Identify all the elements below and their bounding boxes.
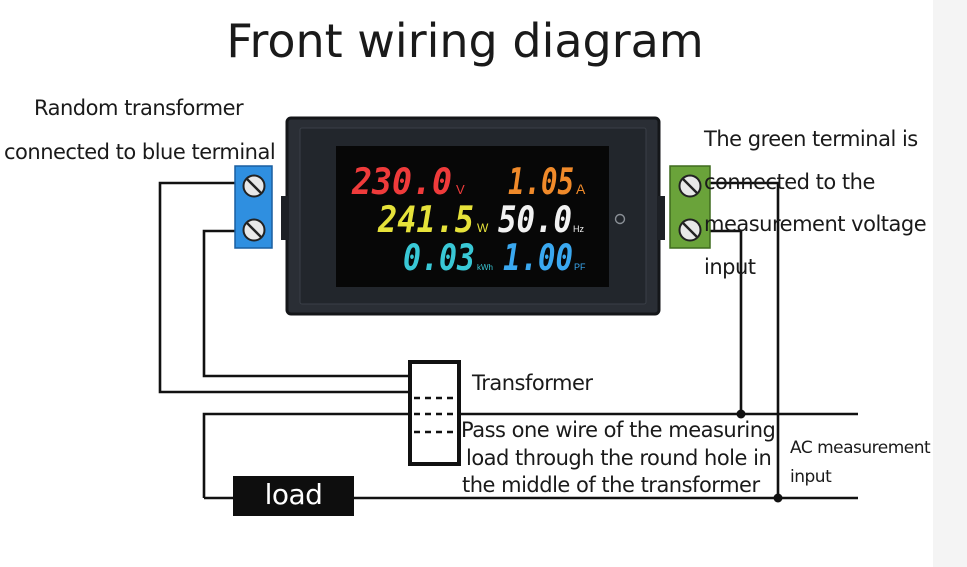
ac-input-note-line1: AC measurement xyxy=(790,438,931,458)
wires xyxy=(158,181,858,500)
green-terminal-note-line2: connected to the xyxy=(704,170,875,194)
green-terminal-note-line3: measurement voltage xyxy=(704,212,927,236)
blue-terminal xyxy=(234,165,273,249)
transformer-label: Transformer xyxy=(472,371,593,395)
wire-green-top xyxy=(709,181,780,498)
page-title: Front wiring diagram xyxy=(226,14,704,68)
image-edge-strip xyxy=(933,0,967,567)
green-terminal-note-line4: input xyxy=(704,255,756,279)
ac-input-note-line2: input xyxy=(790,467,832,487)
load-box xyxy=(233,476,354,516)
junction-dot xyxy=(773,493,783,503)
voltage-reading: 230.0 xyxy=(351,162,452,203)
wire-blue-bottom xyxy=(202,229,410,378)
voltage-unit: V xyxy=(456,182,465,197)
power-reading: 241.5 xyxy=(377,200,474,241)
current-unit: A xyxy=(576,181,586,197)
frequency-unit: Hz xyxy=(573,224,584,234)
meter-screen xyxy=(336,146,609,287)
power-factor-unit: PF xyxy=(574,262,586,272)
current-reading: 1.05 xyxy=(508,162,574,203)
energy-reading: 0.03 xyxy=(403,238,475,279)
pass-wire-note-line2: load through the round hole in xyxy=(466,446,772,470)
wire-green-bottom xyxy=(709,229,743,414)
green-terminal-note-line1: The green terminal is xyxy=(704,127,918,151)
meter-side-tab-left xyxy=(281,196,289,240)
transformer-windings xyxy=(414,396,455,434)
pass-wire-note-line3: the middle of the transformer xyxy=(462,473,760,497)
meter-button xyxy=(614,213,626,225)
frequency-reading: 50.0 xyxy=(498,200,572,241)
blue-terminal-note-line1: Random transformer xyxy=(34,96,244,120)
load-label: load xyxy=(264,478,323,511)
wire-line-top xyxy=(202,412,858,498)
meter-side-tab-right xyxy=(657,196,665,240)
power-unit: W xyxy=(477,221,489,235)
wire-blue-top xyxy=(158,181,410,394)
pass-wire-note-line1: Pass one wire of the measuring xyxy=(461,418,776,442)
junction-dot xyxy=(736,409,746,419)
power-factor-reading: 1.00 xyxy=(503,238,573,279)
blue-terminal-note-line2: connected to blue terminal xyxy=(4,140,276,164)
green-terminal xyxy=(669,165,711,249)
energy-unit: kWh xyxy=(477,263,493,272)
